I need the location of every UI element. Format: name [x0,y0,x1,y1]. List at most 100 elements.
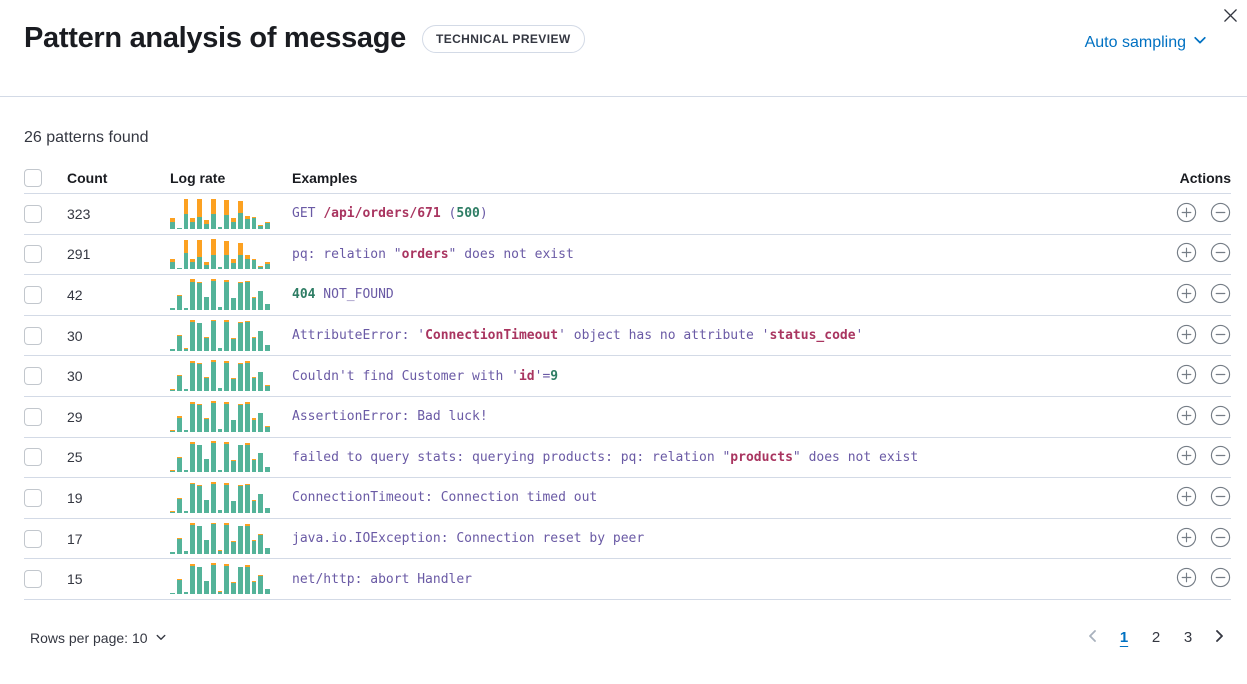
row-checkbox[interactable] [24,529,42,548]
filter-in-button[interactable] [1175,486,1197,510]
row-checkbox[interactable] [24,407,42,426]
filter-in-button[interactable] [1175,243,1197,265]
row-log-rate-cell [170,522,292,556]
row-checkbox[interactable] [24,245,42,264]
row-log-rate-cell [170,562,292,596]
filter-out-button[interactable] [1209,486,1231,510]
table-row: 19 ConnectionTimeout: Connection timed o… [24,478,1231,519]
filter-out-button[interactable] [1209,243,1231,265]
table-row: 291 pq: relation "orders" does not exist [24,235,1231,276]
row-actions [1139,486,1231,510]
row-actions [1139,283,1231,307]
row-checkbox[interactable] [24,204,42,223]
filter-out-button[interactable] [1209,202,1231,226]
table-row: 25 failed to query stats: querying produ… [24,438,1231,479]
close-button[interactable] [1218,5,1242,29]
table-row: 17 java.io.IOException: Connection reset… [24,519,1231,560]
row-checkbox[interactable] [24,488,42,507]
header-checkbox-cell [24,169,67,187]
plus-circle-icon [1176,567,1197,591]
minus-circle-icon [1210,486,1231,510]
log-rate-sparkline [170,440,270,473]
filter-in-button[interactable] [1175,365,1197,387]
next-page-button[interactable] [1207,628,1231,647]
row-log-rate-cell [170,440,292,474]
example-text: pq: relation "orders" does not exist [292,246,574,262]
filter-out-button[interactable] [1209,283,1231,306]
row-count: 30 [67,327,83,344]
table-footer: Rows per page: 10 1 2 3 [0,625,1247,651]
sampling-label: Auto sampling [1084,33,1186,51]
row-actions [1139,405,1231,429]
plus-circle-icon [1176,486,1197,510]
log-rate-sparkline [170,197,270,229]
minus-circle-icon [1210,364,1231,388]
row-log-rate-cell [170,197,292,231]
flyout-header: Pattern analysis of message TECHNICAL PR… [0,0,1247,97]
filter-in-button[interactable] [1175,567,1197,591]
minus-circle-icon [1210,202,1231,226]
row-log-rate-cell [170,359,292,393]
table-row: 30 AttributeError: 'ConnectionTimeout' o… [24,316,1231,357]
row-checkbox-cell [24,326,67,345]
filter-out-button[interactable] [1209,567,1231,591]
table-header: Count Log rate Examples Actions [24,163,1231,194]
log-rate-sparkline [170,562,270,595]
row-checkbox-cell [24,285,67,304]
filter-out-button[interactable] [1209,324,1231,348]
filter-in-button[interactable] [1175,202,1197,226]
table-row: 42 404 NOT_FOUND [24,275,1231,316]
plus-circle-icon [1176,405,1197,429]
plus-circle-icon [1176,283,1197,307]
table-row: 29 AssertionError: Bad luck! [24,397,1231,438]
row-count: 30 [67,368,83,385]
filter-out-button[interactable] [1209,405,1231,428]
row-checkbox[interactable] [24,570,42,589]
chevron-left-icon [1085,628,1101,647]
row-checkbox[interactable] [24,448,42,467]
chevron-down-icon [155,630,167,646]
previous-page-button[interactable] [1081,628,1105,647]
column-header-examples: Examples [292,170,358,186]
row-actions [1139,446,1231,468]
filter-in-button[interactable] [1175,527,1197,550]
page-button-1[interactable]: 1 [1111,625,1137,651]
rows-per-page-dropdown[interactable]: Rows per page: 10 [24,629,173,647]
page-title: Pattern analysis of message [24,22,406,54]
row-checkbox-cell [24,448,67,467]
row-log-rate-cell [170,400,292,434]
filter-in-button[interactable] [1175,324,1197,347]
row-checkbox-cell [24,204,67,223]
column-header-log-rate: Log rate [170,170,226,186]
filter-out-button[interactable] [1209,446,1231,468]
plus-circle-icon [1176,445,1197,469]
row-checkbox-cell [24,488,67,507]
row-log-rate-cell [170,319,292,353]
log-rate-sparkline [170,522,270,554]
table-row: 15 net/http: abort Handler [24,559,1231,600]
row-log-rate-cell [170,278,292,312]
example-text: AttributeError: 'ConnectionTimeout' obje… [292,328,864,344]
example-text: net/http: abort Handler [292,571,473,587]
filter-in-button[interactable] [1175,405,1197,429]
minus-circle-icon [1210,567,1231,591]
row-actions [1139,243,1231,265]
plus-circle-icon [1176,202,1197,226]
row-checkbox[interactable] [24,326,42,345]
row-checkbox[interactable] [24,367,42,386]
filter-out-button[interactable] [1209,365,1231,387]
title-row: Pattern analysis of message TECHNICAL PR… [24,22,1207,55]
filter-in-button[interactable] [1175,446,1197,468]
row-checkbox[interactable] [24,285,42,304]
plus-circle-icon [1176,242,1197,266]
row-actions [1139,527,1231,550]
page-button-2[interactable]: 2 [1143,625,1169,651]
filter-in-button[interactable] [1175,283,1197,307]
sampling-dropdown[interactable]: Auto sampling [1079,32,1213,53]
select-all-checkbox[interactable] [24,169,42,187]
page-button-3[interactable]: 3 [1175,625,1201,651]
filter-out-button[interactable] [1209,527,1231,550]
minus-circle-icon [1210,324,1231,348]
example-text: Couldn't find Customer with 'id'=9 [292,368,559,384]
example-text: AssertionError: Bad luck! [292,409,488,425]
